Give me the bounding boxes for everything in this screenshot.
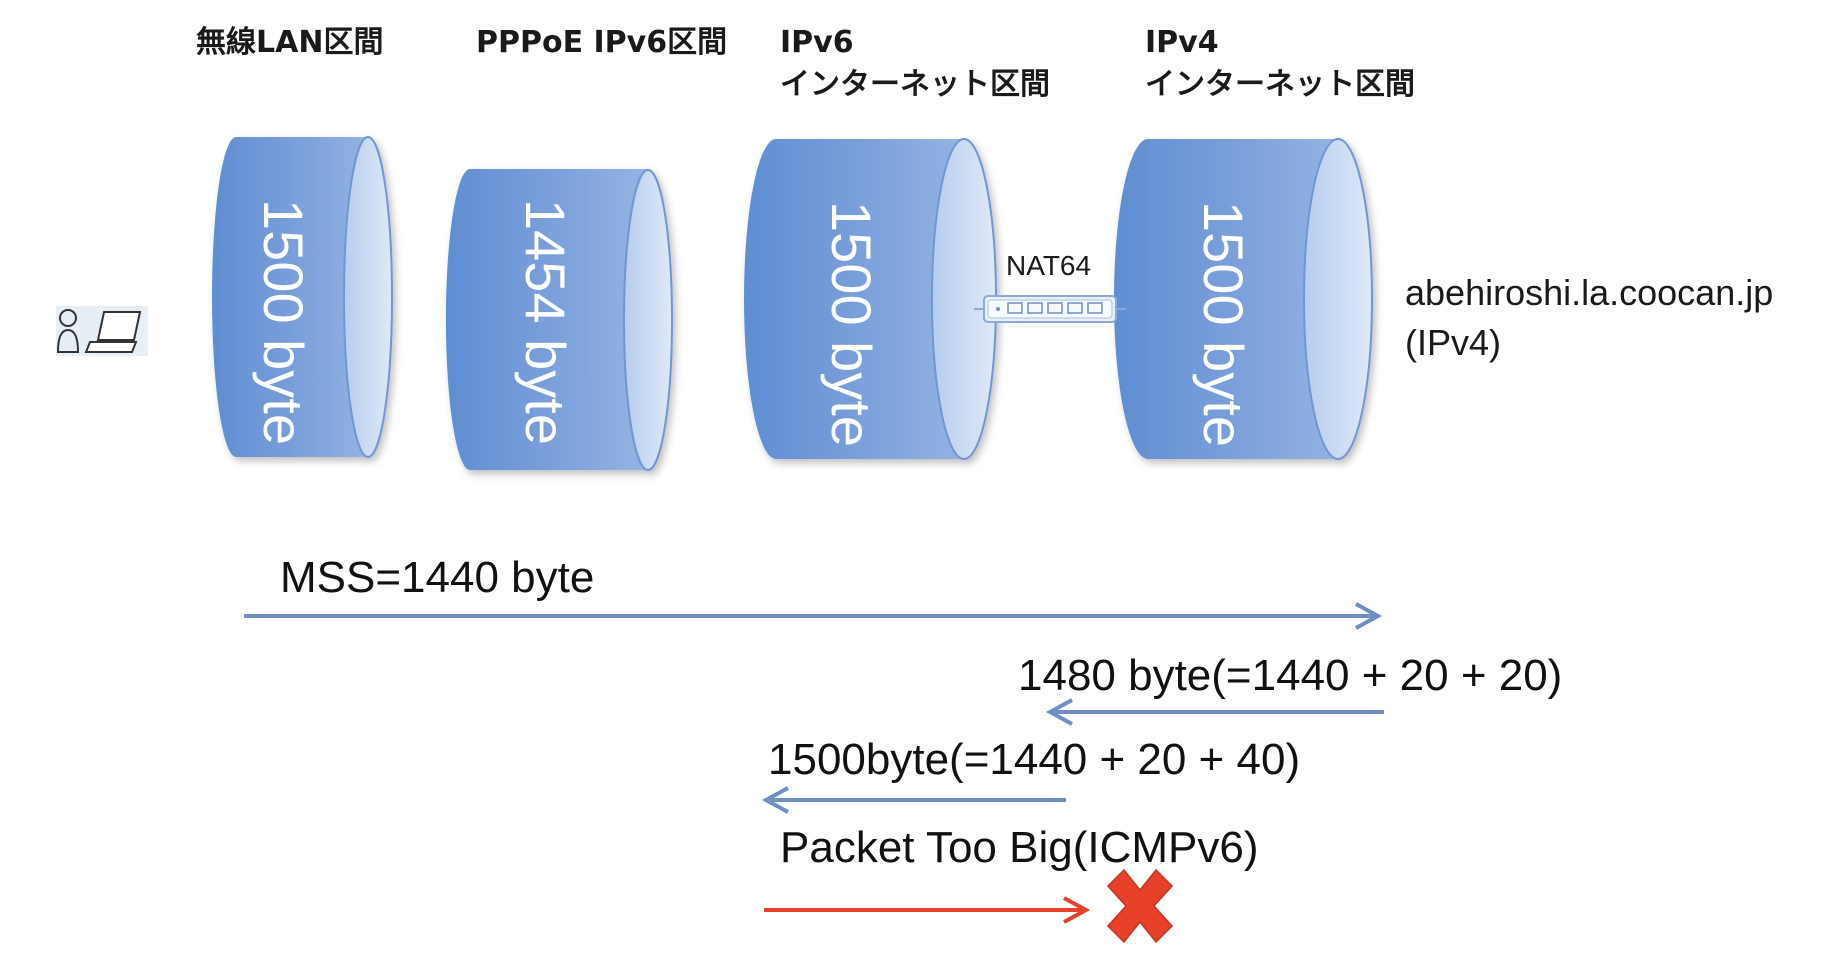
cylinder-ipv6	[744, 138, 997, 460]
arrow-reply-ipv4	[1045, 698, 1384, 726]
nat64-router-icon	[974, 295, 1126, 323]
server-label: abehiroshi.la.coocan.jp (IPv4)	[1405, 268, 1773, 368]
arrow-ptb	[764, 896, 1091, 924]
arrow-reply-ipv6	[761, 786, 1066, 814]
segment-label-wlan: 無線LAN区間	[196, 25, 384, 60]
nat64-label: NAT64	[1006, 250, 1092, 281]
cylinder-ipv4	[1114, 138, 1373, 460]
mtu-label-wlan: 1500 byte	[252, 199, 315, 445]
server-protocol: (IPv4)	[1405, 322, 1502, 363]
flow-label-reply-ipv4: 1480 byte(=1440 + 20 + 20)	[1018, 651, 1563, 700]
flow-label-ptb: Packet Too Big(ICMPv6)	[780, 823, 1259, 872]
cylinder-wlan	[212, 136, 393, 458]
arrow-mss	[244, 602, 1383, 630]
flow-label-reply-ipv6: 1500byte(=1440 + 20 + 40)	[768, 735, 1301, 784]
server-host: abehiroshi.la.coocan.jp	[1405, 272, 1774, 313]
segment-label-ipv6: IPv6 インターネット区間	[780, 25, 1050, 102]
mtu-label-ipv4: 1500 byte	[1192, 201, 1255, 447]
cylinder-pppoe	[445, 169, 673, 471]
mtu-label-ipv6: 1500 byte	[820, 201, 883, 447]
blocked-x-icon	[1106, 868, 1174, 944]
mtu-label-pppoe: 1454 byte	[514, 199, 577, 445]
segment-label-pppoe: PPPoE IPv6区間	[476, 25, 728, 60]
segment-label-ipv4: IPv4 インターネット区間	[1145, 25, 1415, 102]
flow-label-mss: MSS=1440 byte	[280, 553, 595, 602]
user-laptop-icon	[56, 306, 148, 356]
